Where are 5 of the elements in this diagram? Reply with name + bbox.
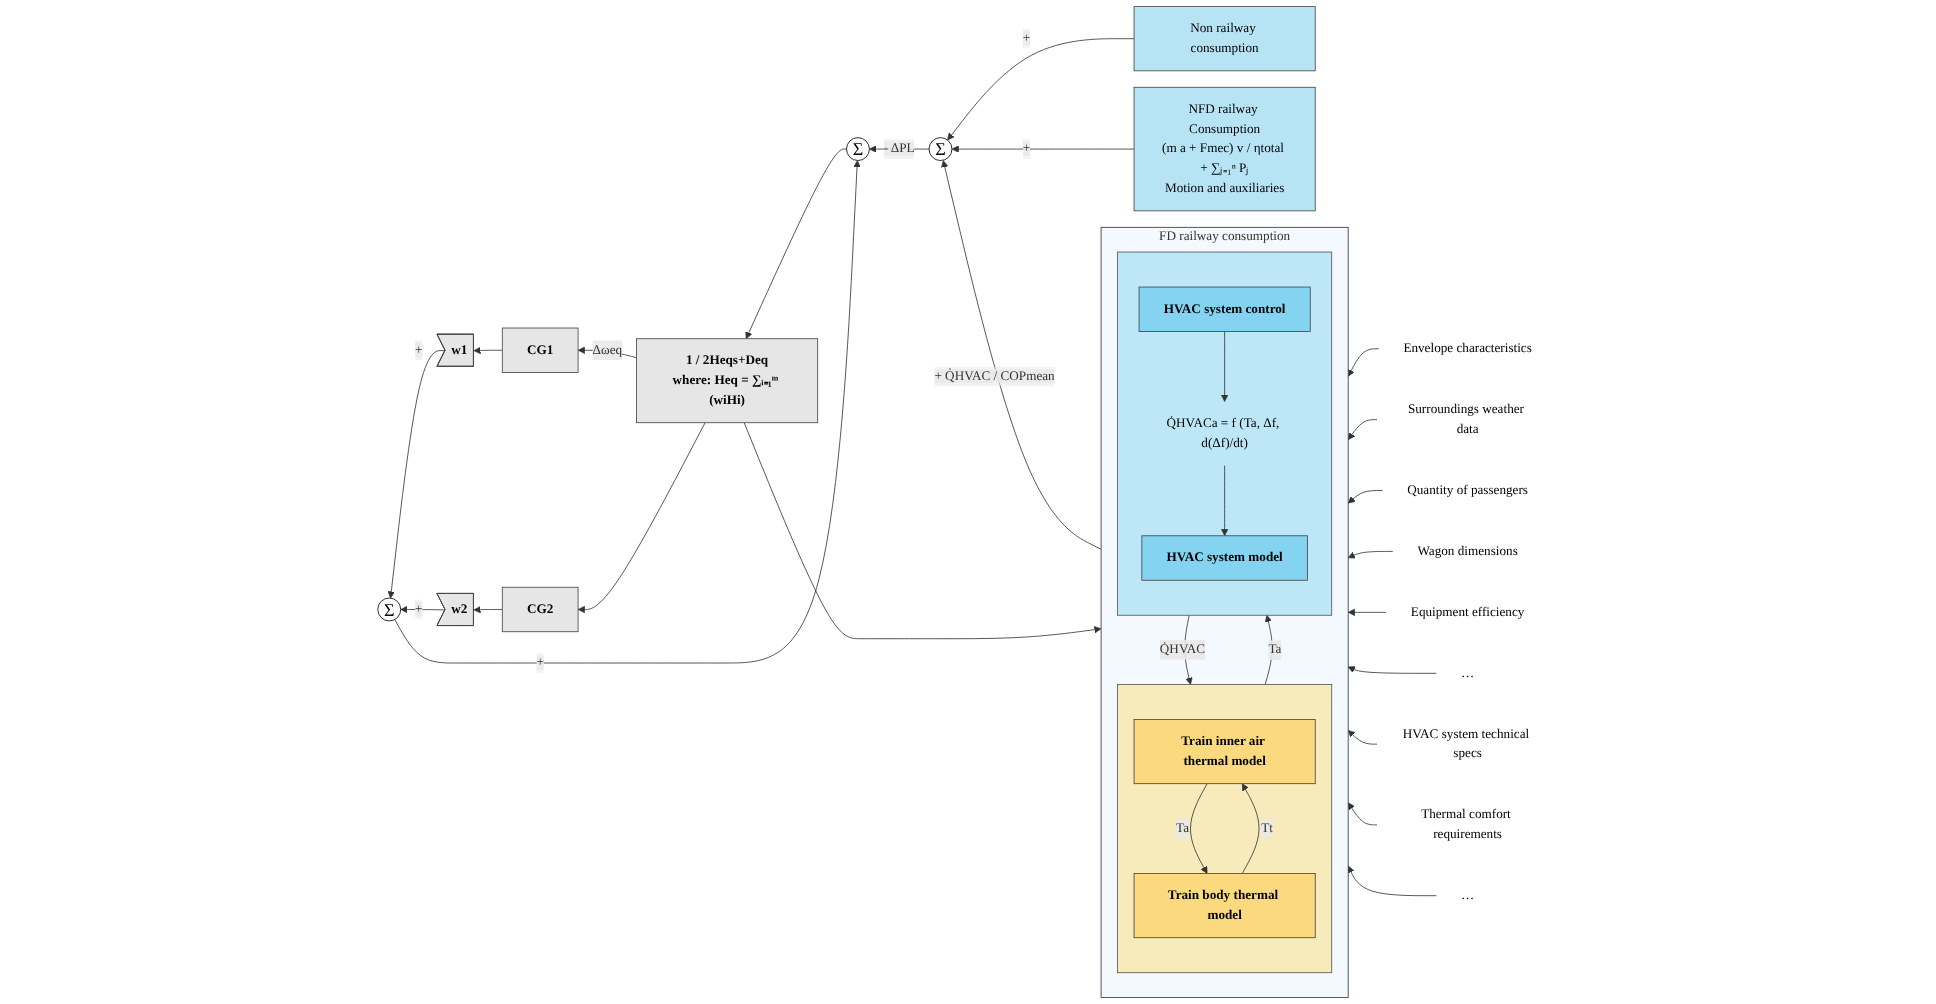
node-circle: Σ (377, 597, 402, 622)
cluster (1117, 684, 1333, 974)
node-circle: Σ (846, 137, 870, 161)
node-circle: Σ (928, 137, 953, 161)
cluster (1117, 251, 1333, 616)
